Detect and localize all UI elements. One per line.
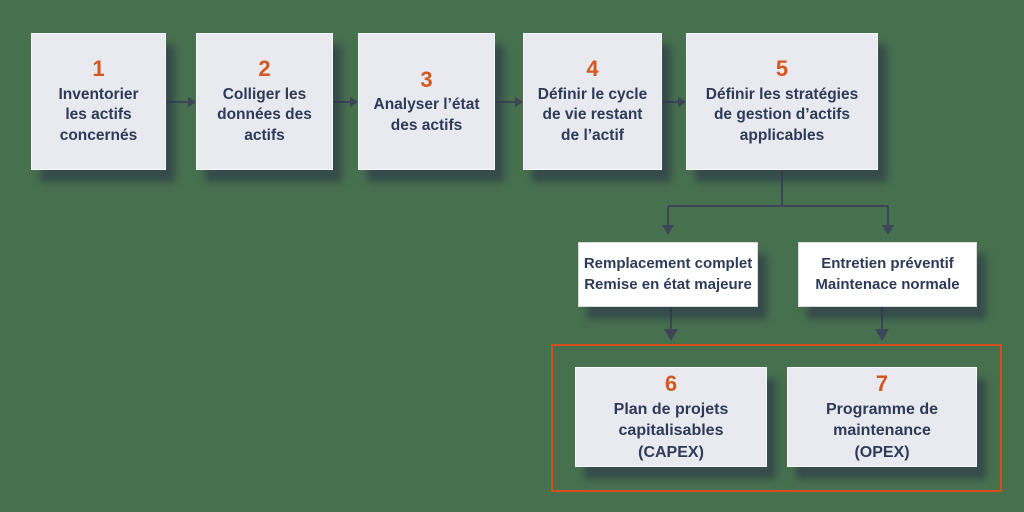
step-box-4: 4 Définir le cycle de vie restant de l’a… xyxy=(523,33,662,170)
arrowhead-right-2 xyxy=(350,96,358,108)
step-number: 2 xyxy=(258,56,271,82)
arrowhead-down-output2 xyxy=(875,329,889,341)
strategy-box-replacement: Remplacement complet Remise en état maje… xyxy=(578,242,758,307)
step-number: 1 xyxy=(92,56,105,82)
strategy-label-line: Remise en état majeure xyxy=(584,275,752,293)
strategy-label-line: Entretien préventif xyxy=(821,255,954,273)
arrowhead-right-1 xyxy=(188,96,196,108)
arrowhead-right-4 xyxy=(678,96,686,108)
step-label-line: des actifs xyxy=(390,116,463,134)
output-label-line: maintenance xyxy=(833,422,931,440)
step-box-5: 5 Définir les stratégies de gestion d’ac… xyxy=(686,33,878,170)
step-label-line: Analyser l’état xyxy=(373,95,480,113)
step-box-2: 2 Colliger les données des actifs xyxy=(196,33,333,170)
highlight-frame xyxy=(551,344,1002,492)
step-label-line: actifs xyxy=(244,127,285,145)
output-label-line: (CAPEX) xyxy=(638,443,704,461)
output-box-capex: 6 Plan de projets capitalisables (CAPEX) xyxy=(575,367,767,467)
step-number: 6 xyxy=(664,370,678,396)
output-label-line: (OPEX) xyxy=(854,443,910,461)
step-label-line: de gestion d’actifs xyxy=(713,106,851,124)
arrowhead-down-output1 xyxy=(664,329,678,341)
step-box-1: 1 Inventorier les actifs concernés xyxy=(31,33,166,170)
step-label-line: les actifs xyxy=(65,106,132,124)
step-label-line: applicables xyxy=(739,127,825,145)
step-number: 3 xyxy=(420,66,433,92)
step-label-line: Définir le cycle xyxy=(537,85,648,103)
step-number: 7 xyxy=(875,370,889,396)
arrowhead-right-3 xyxy=(515,96,523,108)
step-label-line: Définir les stratégies xyxy=(705,85,859,103)
step-label-line: de l’actif xyxy=(561,127,624,145)
output-label-line: Plan de projets xyxy=(613,401,729,419)
arrowheads xyxy=(188,96,894,341)
flow-arrows xyxy=(167,101,889,330)
step-label-line: de vie restant xyxy=(542,106,643,124)
output-label-line: capitalisables xyxy=(618,422,724,440)
strategy-box-maintenance: Entretien préventif Maintenace normale xyxy=(798,242,977,307)
output-box-opex: 7 Programme de maintenance (OPEX) xyxy=(787,367,977,467)
step-number: 4 xyxy=(586,56,599,82)
arrowhead-down-right xyxy=(882,225,894,235)
step-label-line: Colliger les xyxy=(222,85,307,103)
step-box-3: 3 Analyser l’état des actifs xyxy=(358,33,495,170)
step-label-line: concernés xyxy=(59,127,138,145)
output-label-line: Programme de xyxy=(825,401,939,419)
strategy-label-line: Maintenace normale xyxy=(815,275,960,293)
strategy-label-line: Remplacement complet xyxy=(583,255,753,273)
step-label-line: Inventorier xyxy=(58,85,139,103)
step-number: 5 xyxy=(775,56,789,82)
step-label-line: données des xyxy=(217,106,312,124)
arrowhead-down-left xyxy=(662,225,674,235)
